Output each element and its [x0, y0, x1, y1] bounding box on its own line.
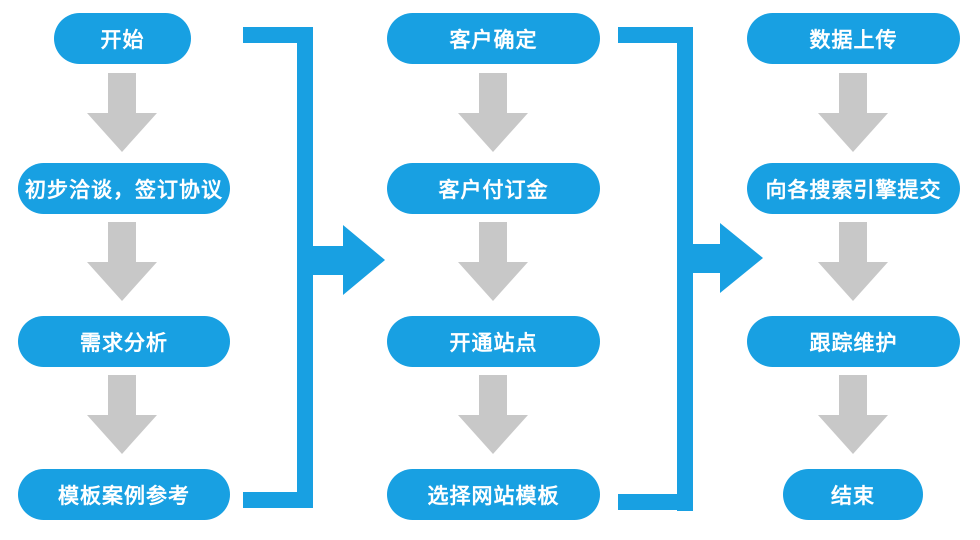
right-arrow-icon	[693, 244, 721, 273]
connector-col1-to-col2	[243, 27, 385, 508]
down-arrow-shaft	[108, 375, 136, 415]
connector-top-stub	[243, 27, 313, 43]
down-arrow-head	[458, 113, 528, 152]
flow-node-start: 开始	[54, 13, 191, 64]
down-arrow-shaft	[108, 73, 136, 113]
down-arrow-shaft	[479, 375, 507, 415]
down-arrow-icon	[458, 73, 528, 152]
down-arrow-head	[87, 113, 157, 152]
flow-node-choose-website-template: 选择网站模板	[387, 469, 600, 520]
down-arrow-head	[818, 113, 888, 152]
down-arrow-icon	[458, 375, 528, 454]
down-arrow-head	[458, 262, 528, 301]
down-arrow-icon	[818, 73, 888, 152]
flow-node-negotiate-sign-agreement: 初步洽谈，签订协议	[18, 163, 230, 214]
connector-bottom-stub	[243, 492, 313, 508]
down-arrow-icon	[818, 222, 888, 301]
connector-vertical-bar	[677, 27, 693, 511]
flow-node-customer-pays-deposit: 客户付订金	[387, 163, 600, 214]
down-arrow-head	[818, 415, 888, 454]
flow-node-open-site: 开通站点	[387, 316, 600, 367]
down-arrow-shaft	[108, 222, 136, 262]
down-arrow-icon	[87, 375, 157, 454]
flow-node-submit-to-search-engines: 向各搜索引擎提交	[747, 163, 960, 214]
down-arrow-head	[458, 415, 528, 454]
down-arrow-head	[87, 415, 157, 454]
connector-vertical-bar	[297, 27, 313, 508]
flow-node-end: 结束	[783, 469, 923, 520]
connector-col2-to-col3	[618, 27, 763, 511]
flow-node-data-upload: 数据上传	[747, 13, 960, 64]
down-arrow-icon	[458, 222, 528, 301]
down-arrow-shaft	[839, 222, 867, 262]
down-arrow-icon	[818, 375, 888, 454]
flow-node-tracking-maintenance: 跟踪维护	[747, 316, 960, 367]
right-arrow-icon	[343, 225, 385, 295]
down-arrow-head	[818, 262, 888, 301]
right-arrow-icon	[313, 246, 344, 275]
connector-bottom-stub	[618, 494, 693, 510]
flow-node-customer-confirm: 客户确定	[387, 13, 600, 64]
connector-top-stub	[618, 27, 693, 43]
down-arrow-shaft	[839, 375, 867, 415]
down-arrow-shaft	[479, 222, 507, 262]
down-arrow-shaft	[839, 73, 867, 113]
down-arrow-icon	[87, 222, 157, 301]
flow-node-template-case-reference: 模板案例参考	[18, 469, 230, 520]
down-arrow-head	[87, 262, 157, 301]
down-arrow-icon	[87, 73, 157, 152]
flow-node-requirement-analysis: 需求分析	[18, 316, 230, 367]
down-arrow-shaft	[479, 73, 507, 113]
right-arrow-icon	[720, 223, 763, 293]
